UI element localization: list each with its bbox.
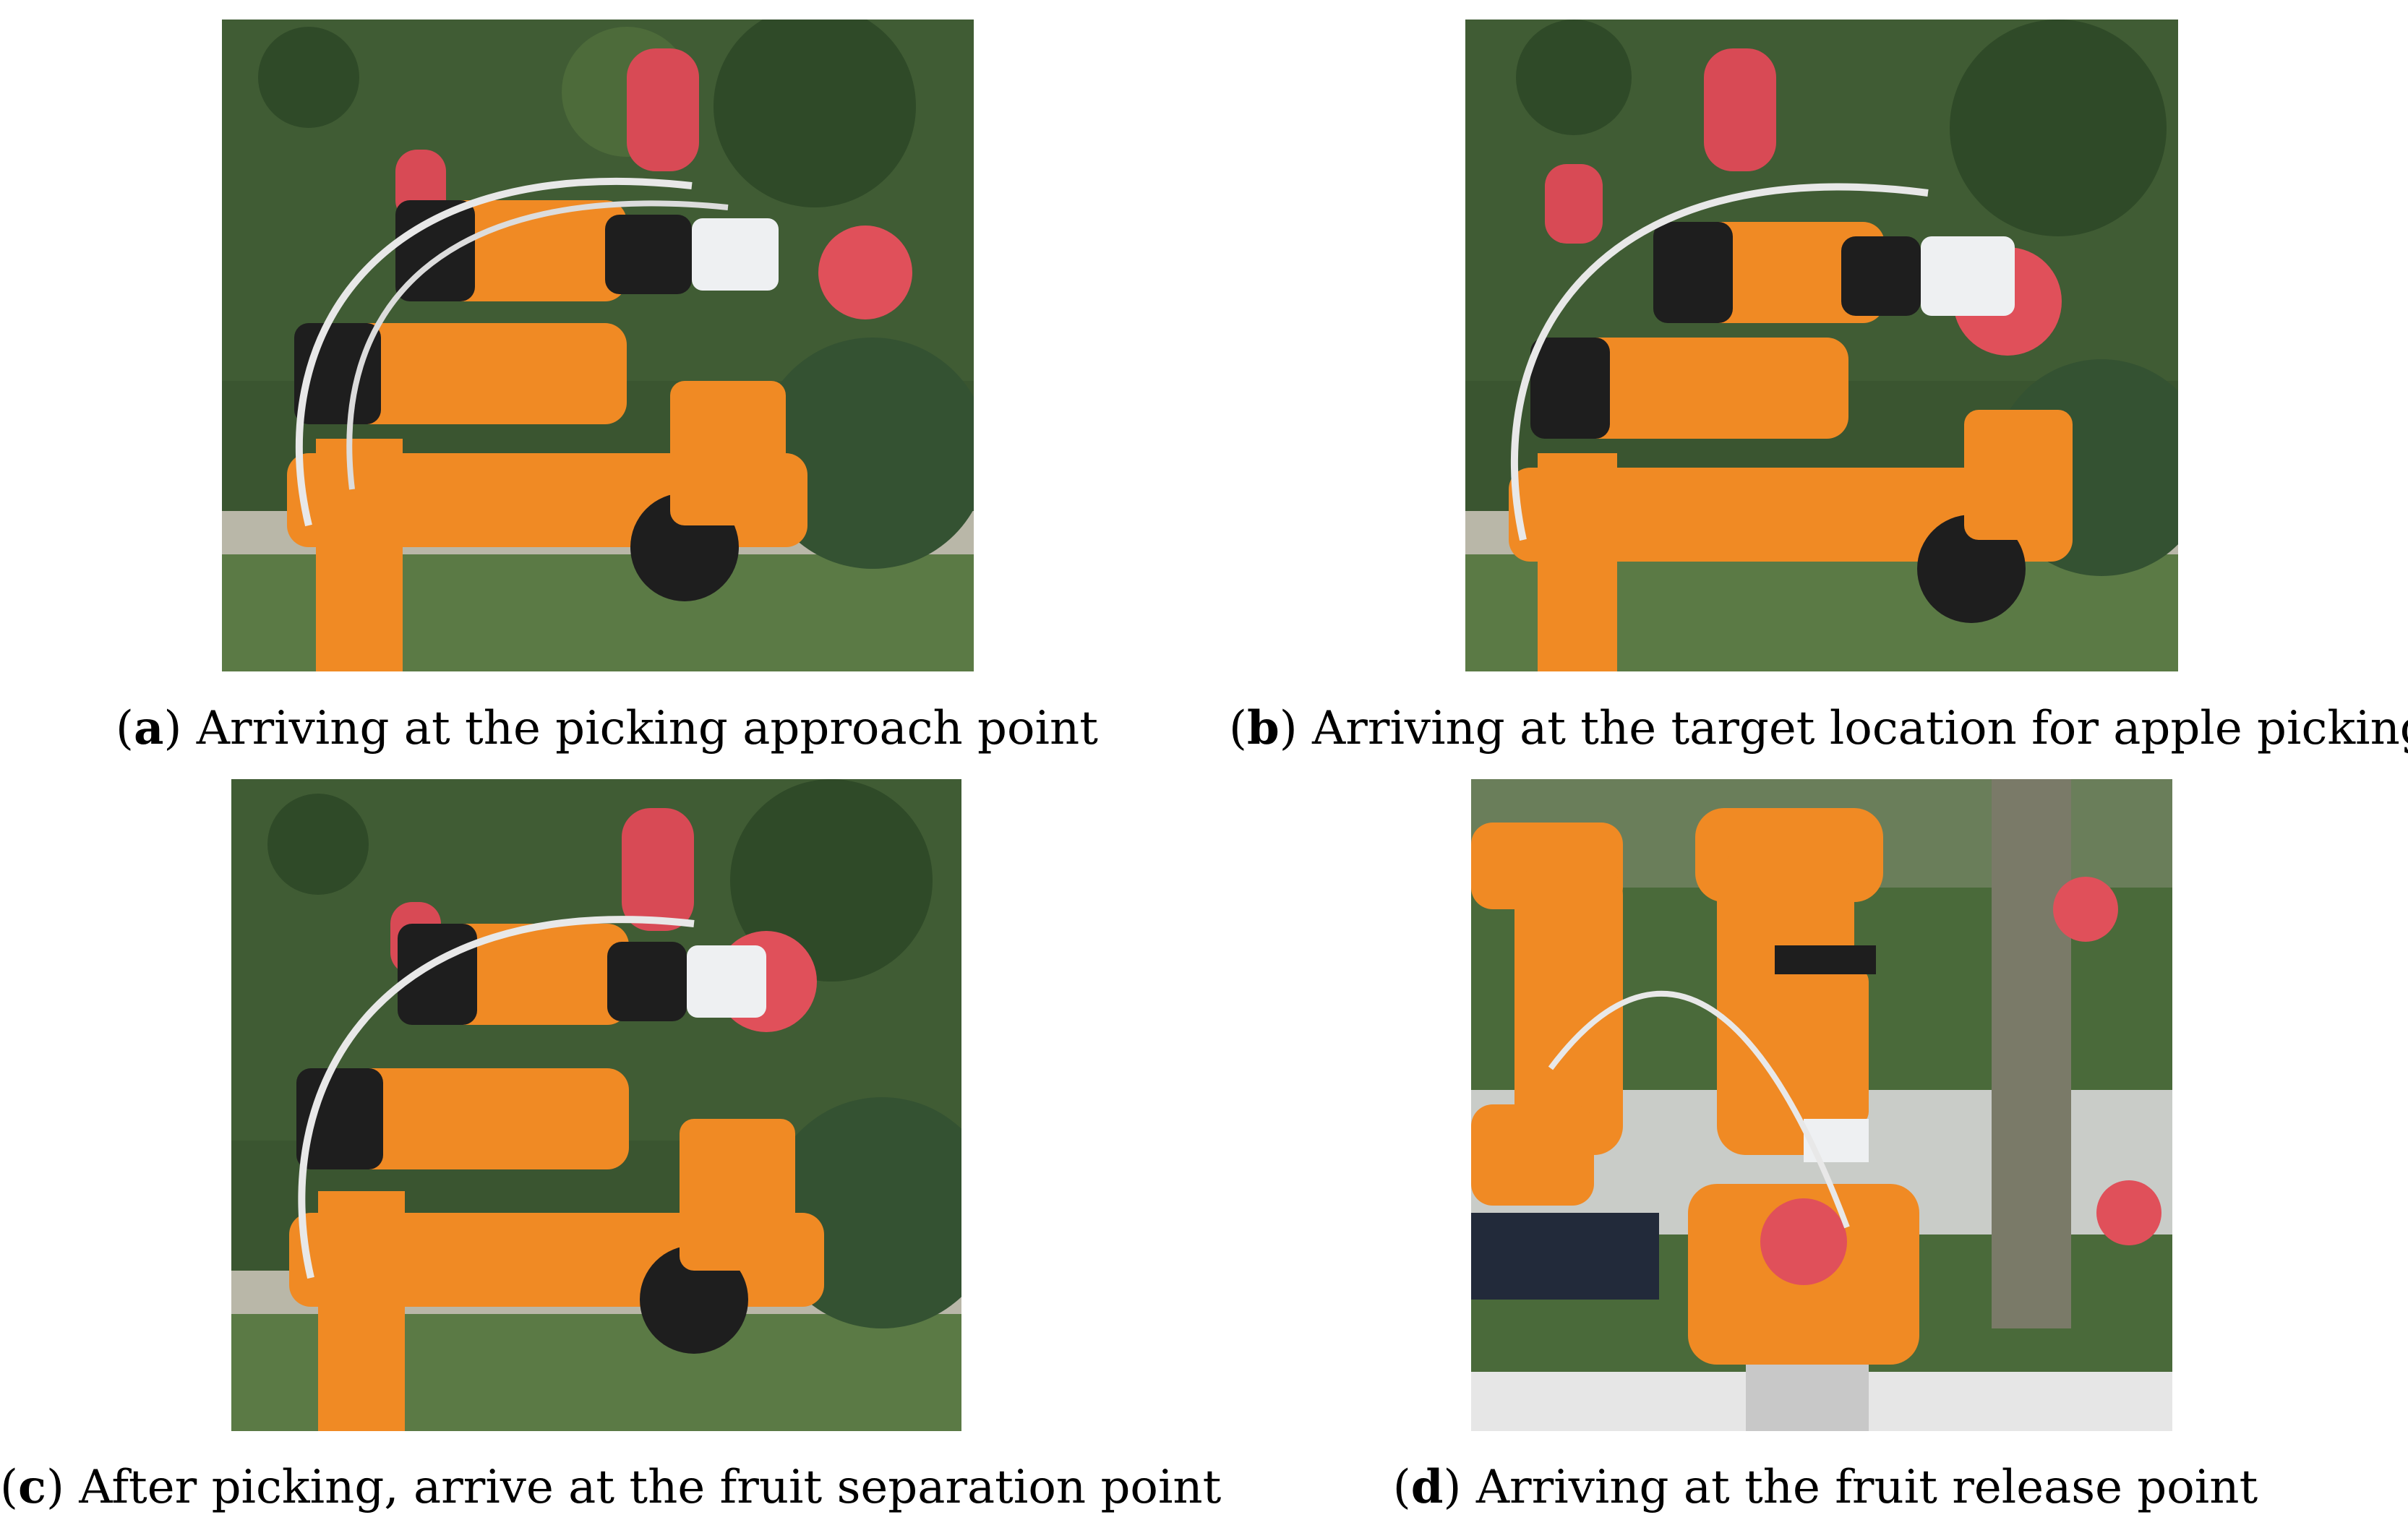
gripper [1921,236,2015,316]
caption-d: (d) Arriving at the fruit release point [1392,1460,2258,1514]
photo-panel-d [1471,779,2172,1431]
robot-arm-photo-c [231,779,961,1431]
released-apple [1760,1198,1847,1285]
photo-panel-b [1465,20,2178,671]
caption-c: (c) After picking, arrive at the fruit s… [0,1460,1222,1514]
bagged-apple [627,48,699,171]
gripper [687,945,766,1018]
robot-arm-photo-a [222,20,974,671]
photo-panel-c [231,779,961,1431]
caption-a: (a) Arriving at the picking approach poi… [116,701,1098,755]
gripper [692,218,779,291]
apple [818,226,912,319]
photo-panel-a [222,20,974,671]
robot-arm-photo-b [1465,20,2178,671]
robot-arm-photo-d [1471,779,2172,1431]
caption-b: (b) Arriving at the target location for … [1229,701,2408,755]
